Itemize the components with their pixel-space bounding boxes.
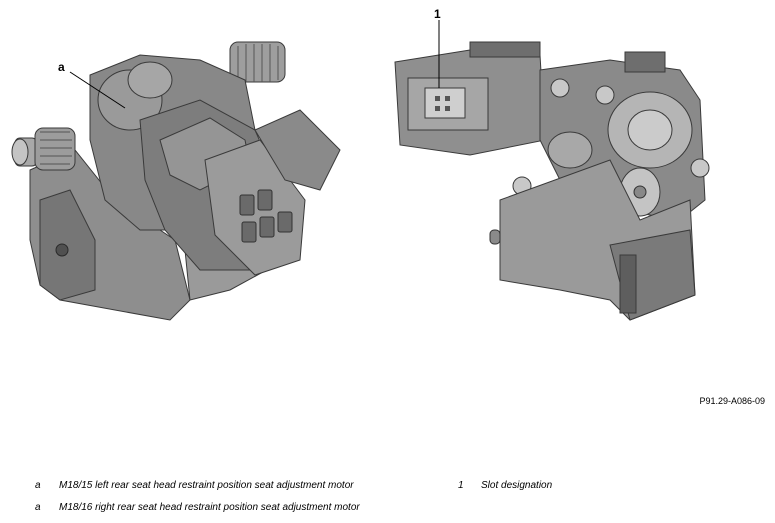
callout-1: 1 — [434, 7, 441, 21]
legend-key: 1 — [458, 480, 464, 491]
legend-key: a — [35, 502, 41, 513]
motor-illustrations — [11, 20, 710, 321]
right-motor-drawing — [394, 20, 710, 321]
motor-illustration-area: a 1 — [11, 7, 710, 321]
legend-key: a — [35, 480, 41, 491]
legend-text: Slot designation — [481, 480, 553, 491]
callout-a: a — [58, 60, 65, 74]
left-motor-drawing — [11, 41, 341, 321]
figure-reference-code: P91.29-A086-09 — [699, 396, 765, 406]
legend-text: M18/16 right rear seat head restraint po… — [59, 502, 360, 513]
legend-text: M18/15 left rear seat head restraint pos… — [59, 480, 354, 491]
